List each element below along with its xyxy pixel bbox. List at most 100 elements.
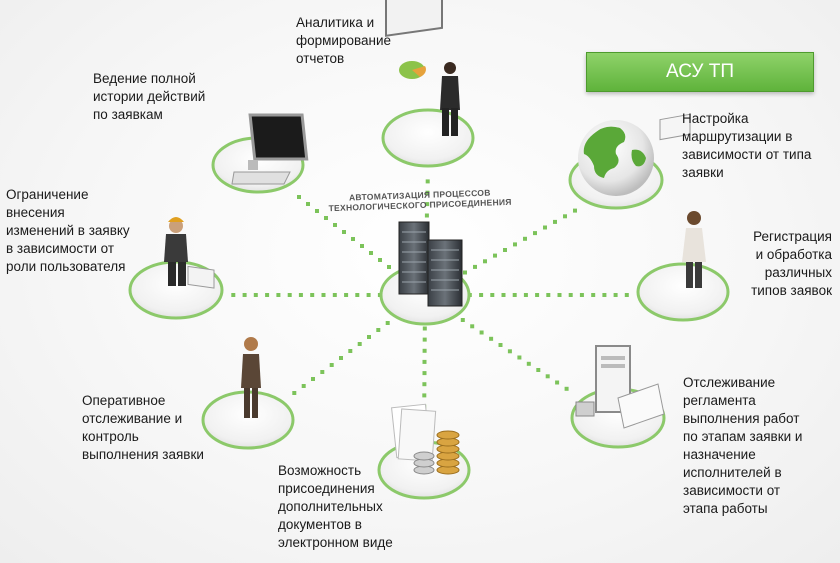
platform-registration xyxy=(636,262,730,322)
connector-dot-registration xyxy=(490,293,495,297)
connector-dot-documents xyxy=(422,348,427,353)
connector-dot-restriction xyxy=(355,293,360,297)
connector-dot-regulation xyxy=(526,361,531,366)
connector-dot-analytics xyxy=(425,190,430,195)
connector-dot-tracking xyxy=(348,349,353,353)
connector-dot-regulation xyxy=(479,330,484,335)
connector-dot-routing xyxy=(493,253,497,258)
documents-coins-icon xyxy=(391,403,460,475)
connector-dot-documents xyxy=(422,326,427,331)
connector-dot-history xyxy=(387,265,391,269)
connector-dot-routing xyxy=(543,225,547,230)
connector-dot-registration xyxy=(591,293,596,297)
connector-dot-documents xyxy=(422,359,427,364)
connector-dot-regulation xyxy=(470,324,475,329)
connector-dot-analytics xyxy=(425,179,430,184)
label-tracking: Оперативное отслеживание и контроль выпо… xyxy=(82,393,204,462)
connector-dot-regulation xyxy=(460,318,465,322)
connector-dot-registration xyxy=(624,293,629,297)
connector-dot-history xyxy=(378,258,382,262)
label-restriction: Ограничение внесения изменений в заявку … xyxy=(6,187,130,274)
connector-dot-tracking xyxy=(376,328,381,332)
connector-dot-history xyxy=(315,209,319,213)
connector-dot-tracking xyxy=(339,356,343,360)
connector-dot-routing xyxy=(573,208,577,213)
platform-analytics xyxy=(381,108,475,168)
connector-dot-registration xyxy=(479,293,484,297)
connector-dot-documents xyxy=(422,371,427,376)
connector-dot-regulation xyxy=(564,386,569,391)
connector-dot-routing xyxy=(563,214,567,219)
connector-dot-regulation xyxy=(555,380,560,385)
connector-dot-restriction xyxy=(276,293,281,297)
connector-dot-regulation xyxy=(545,374,550,379)
connector-dot-history xyxy=(351,237,355,241)
connector-dot-history xyxy=(324,216,328,220)
connector-dot-registration xyxy=(568,293,573,297)
connector-dot-tracking xyxy=(311,377,315,381)
connector-dot-tracking xyxy=(320,370,325,374)
connector-dot-tracking xyxy=(301,384,306,388)
connector-dot-analytics xyxy=(424,213,429,218)
connector-dot-history xyxy=(342,230,346,234)
label-routing: Настройка маршрутизации в зависимости от… xyxy=(682,111,812,180)
connector-dot-registration xyxy=(546,293,551,297)
server-rack-icon xyxy=(398,221,463,307)
connector-dot-registration xyxy=(523,293,528,297)
connector-dot-history xyxy=(360,244,364,248)
connector-dot-registration xyxy=(579,293,584,297)
connector-dot-restriction xyxy=(298,293,303,297)
connector-dot-tracking xyxy=(357,342,362,346)
connector-dot-regulation xyxy=(517,355,522,360)
connector-dot-history xyxy=(333,223,337,227)
connector-dot-registration xyxy=(535,293,540,297)
connector-dot-registration xyxy=(512,293,517,297)
label-regulation: Отслеживание регламента выполнения работ… xyxy=(683,375,803,516)
clerk-icon xyxy=(659,113,706,288)
connector-dot-routing xyxy=(463,270,467,275)
connector-dot-restriction xyxy=(242,293,247,297)
connector-dot-tracking xyxy=(329,363,334,367)
connector-dot-routing xyxy=(523,236,527,241)
connector-dot-routing xyxy=(513,242,517,247)
label-documents: Возможность присоединения дополнительных… xyxy=(278,463,393,550)
connector-dot-history xyxy=(369,251,373,255)
connector-dot-history xyxy=(297,195,301,199)
connector-dot-tracking xyxy=(385,321,390,325)
connector-dot-regulation xyxy=(498,343,503,347)
connector-dot-documents xyxy=(422,382,427,387)
connector-dot-documents xyxy=(422,337,427,342)
connector-dot-tracking xyxy=(292,391,297,395)
connector-dot-restriction xyxy=(344,293,349,297)
connector-dot-routing xyxy=(483,259,487,264)
connector-dot-restriction xyxy=(321,293,326,297)
connector-dot-routing xyxy=(533,231,537,236)
title-banner: АСУ ТП xyxy=(586,52,814,92)
connector-dot-tracking xyxy=(367,335,371,339)
connector-dot-restriction xyxy=(231,293,236,297)
connector-dot-routing xyxy=(473,264,477,269)
connector-dot-restriction xyxy=(265,293,270,297)
computer-icon xyxy=(231,113,309,185)
connector-dot-registration xyxy=(602,293,607,297)
connector-dot-history xyxy=(306,202,310,206)
connector-dot-restriction xyxy=(253,293,258,297)
connector-dot-registration xyxy=(557,293,562,297)
connector-dot-restriction xyxy=(366,293,371,297)
connector-dot-restriction xyxy=(332,293,337,297)
label-registration: Регистрация и обработка различных типов … xyxy=(751,229,832,298)
connector-dot-analytics xyxy=(425,202,430,207)
connector-dot-routing xyxy=(503,248,507,252)
connector-dot-regulation xyxy=(507,349,512,354)
globe-icon xyxy=(578,120,654,196)
connector-dot-restriction xyxy=(287,293,292,297)
connector-dot-restriction xyxy=(310,293,315,297)
connector-dot-documents xyxy=(422,393,427,398)
phone-user-icon xyxy=(241,337,261,418)
connector-dot-registration xyxy=(613,293,618,297)
label-analytics: Аналитика и формирование отчетов xyxy=(296,15,391,66)
connector-dot-registration xyxy=(501,293,506,297)
presenter-icon xyxy=(385,0,460,136)
label-history: Ведение полной истории действий по заявк… xyxy=(93,71,206,122)
worker-icon xyxy=(164,217,215,289)
